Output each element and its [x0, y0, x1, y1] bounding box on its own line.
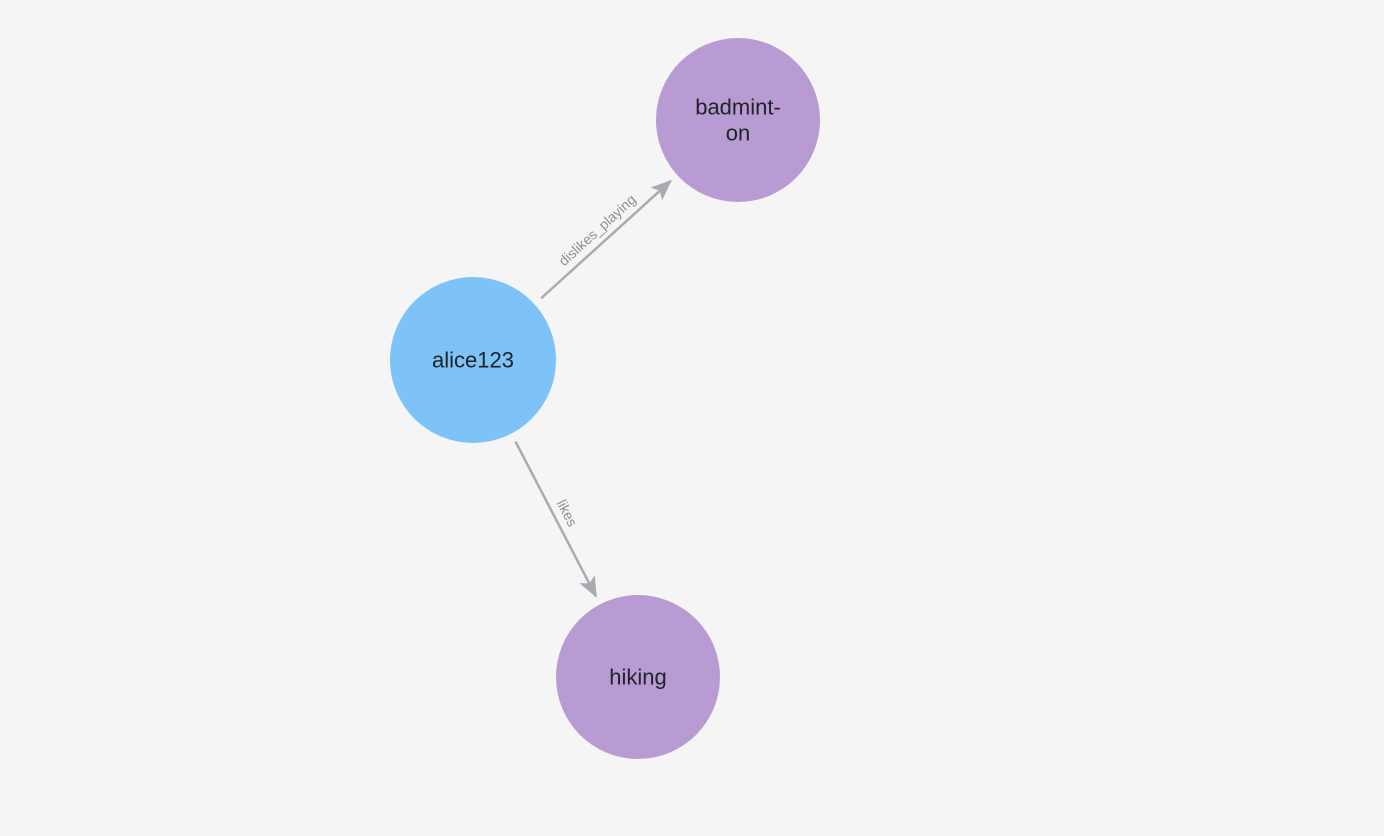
edge-line[interactable] — [540, 179, 672, 300]
node-circle[interactable] — [656, 38, 820, 202]
graph-edge-dislikes_playing[interactable]: dislikes_playing — [540, 179, 672, 300]
graph-node-hiking[interactable]: hiking — [556, 595, 720, 759]
edge-label: dislikes_playing — [555, 191, 638, 269]
edge-line[interactable] — [514, 441, 598, 598]
graph-edge-likes[interactable]: likes — [514, 441, 598, 598]
node-circle[interactable] — [556, 595, 720, 759]
node-circle[interactable] — [390, 277, 556, 443]
graph-node-badminton[interactable]: badmint-on — [656, 38, 820, 202]
graph-node-alice123[interactable]: alice123 — [390, 277, 556, 443]
